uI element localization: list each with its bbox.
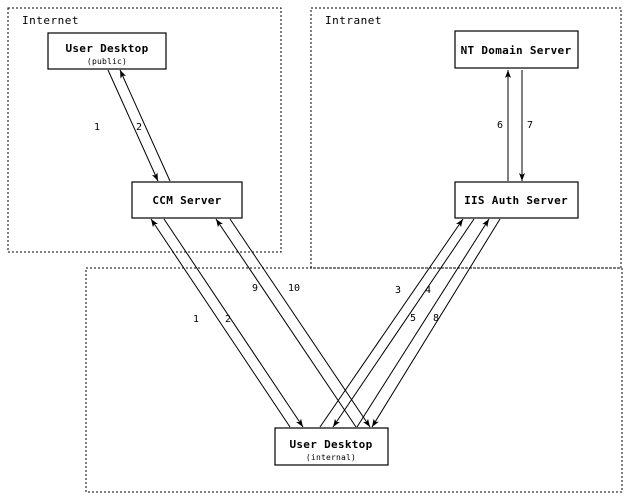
flow-label-flow-1-public: 1 xyxy=(94,122,100,133)
node-title: User Desktop xyxy=(65,42,148,55)
flow-label-flow-2-internal: 2 xyxy=(225,314,231,325)
flow-label-flow-1-internal: 1 xyxy=(193,314,199,325)
zone-label: Intranet xyxy=(325,14,382,27)
flow-label-flow-6: 6 xyxy=(497,120,503,131)
node-iis-auth-server: IIS Auth Server xyxy=(454,181,579,219)
flow-arrow-1 xyxy=(107,69,159,182)
node-nt-domain-server: NT Domain Server xyxy=(454,30,579,69)
node-box xyxy=(131,181,243,219)
node-box xyxy=(454,181,579,219)
node-user-desktop-public: User Desktop (public) xyxy=(47,32,167,70)
node-user-desktop-internal: User Desktop (internal) xyxy=(274,427,389,466)
zone-boundary xyxy=(7,7,282,253)
flow-arrow-2 xyxy=(163,218,304,428)
flow-label-flow-10: 10 xyxy=(288,283,300,294)
node-box xyxy=(274,427,389,466)
flow-label-flow-7: 7 xyxy=(527,120,533,131)
flow-arrow-1 xyxy=(150,218,291,428)
zones-layer: Internet Intranet xyxy=(7,7,623,493)
node-title: NT Domain Server xyxy=(461,44,572,57)
flow-arrow-3 xyxy=(319,218,464,428)
flow-arrow-10 xyxy=(229,218,371,428)
flows-layer xyxy=(107,69,525,428)
flow-labels-layer: 1 2 1 2 9 10 3 4 5 8 6 7 xyxy=(94,120,533,325)
flow-arrow-9 xyxy=(215,218,357,428)
zone-internet: Internet xyxy=(7,7,282,253)
nodes-layer: User Desktop (public) CCM Server NT Domain … xyxy=(47,30,579,466)
node-box xyxy=(454,30,579,69)
node-ccm-server: CCM Server xyxy=(131,181,243,219)
node-box xyxy=(47,32,167,70)
flow-label-flow-4: 4 xyxy=(425,285,431,296)
zone-label: Internet xyxy=(22,14,79,27)
flow-label-flow-5: 5 xyxy=(410,313,416,324)
flow-arrow-2 xyxy=(119,69,171,182)
node-title: CCM Server xyxy=(152,194,221,207)
flow-arrow-4 xyxy=(332,218,475,428)
flow-arrow-5 xyxy=(356,218,490,428)
flow-label-flow-8: 8 xyxy=(433,313,439,324)
flow-label-flow-2-public: 2 xyxy=(136,122,142,133)
node-subtitle: (public) xyxy=(87,57,127,66)
node-subtitle: (internal) xyxy=(306,453,356,462)
zone-internal-lan xyxy=(85,267,623,493)
flow-label-flow-9: 9 xyxy=(252,283,258,294)
zone-boundary xyxy=(85,267,623,493)
node-title: User Desktop xyxy=(289,438,372,451)
flow-arrow-8 xyxy=(371,218,501,428)
node-title: IIS Auth Server xyxy=(464,194,568,207)
flow-label-flow-3: 3 xyxy=(395,285,401,296)
